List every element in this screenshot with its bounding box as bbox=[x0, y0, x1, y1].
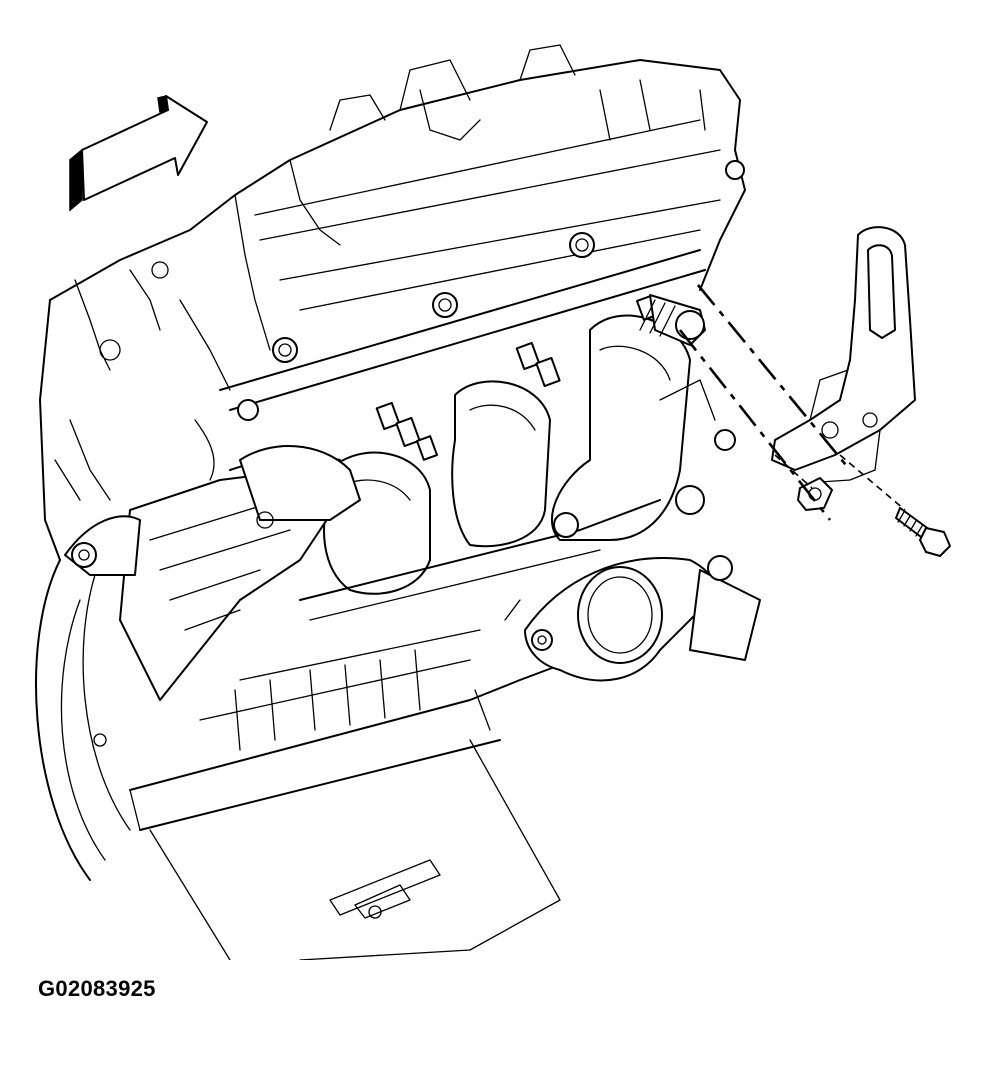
exhaust-pipe bbox=[64, 445, 361, 701]
engine-detail-lines bbox=[54, 79, 716, 731]
engine-bracket-illustration bbox=[35, 44, 951, 960]
engine-bracket bbox=[771, 226, 916, 483]
installation-centerlines bbox=[678, 284, 906, 521]
bracket-bolt bbox=[895, 507, 951, 557]
exhaust-manifold bbox=[299, 295, 705, 621]
figure-id-label: G02083925 bbox=[38, 976, 156, 1001]
exhaust-pipe-flange bbox=[524, 429, 761, 682]
bracket-nut bbox=[797, 477, 833, 511]
front-direction-arrow-icon bbox=[69, 95, 208, 212]
engine-block bbox=[35, 44, 746, 960]
